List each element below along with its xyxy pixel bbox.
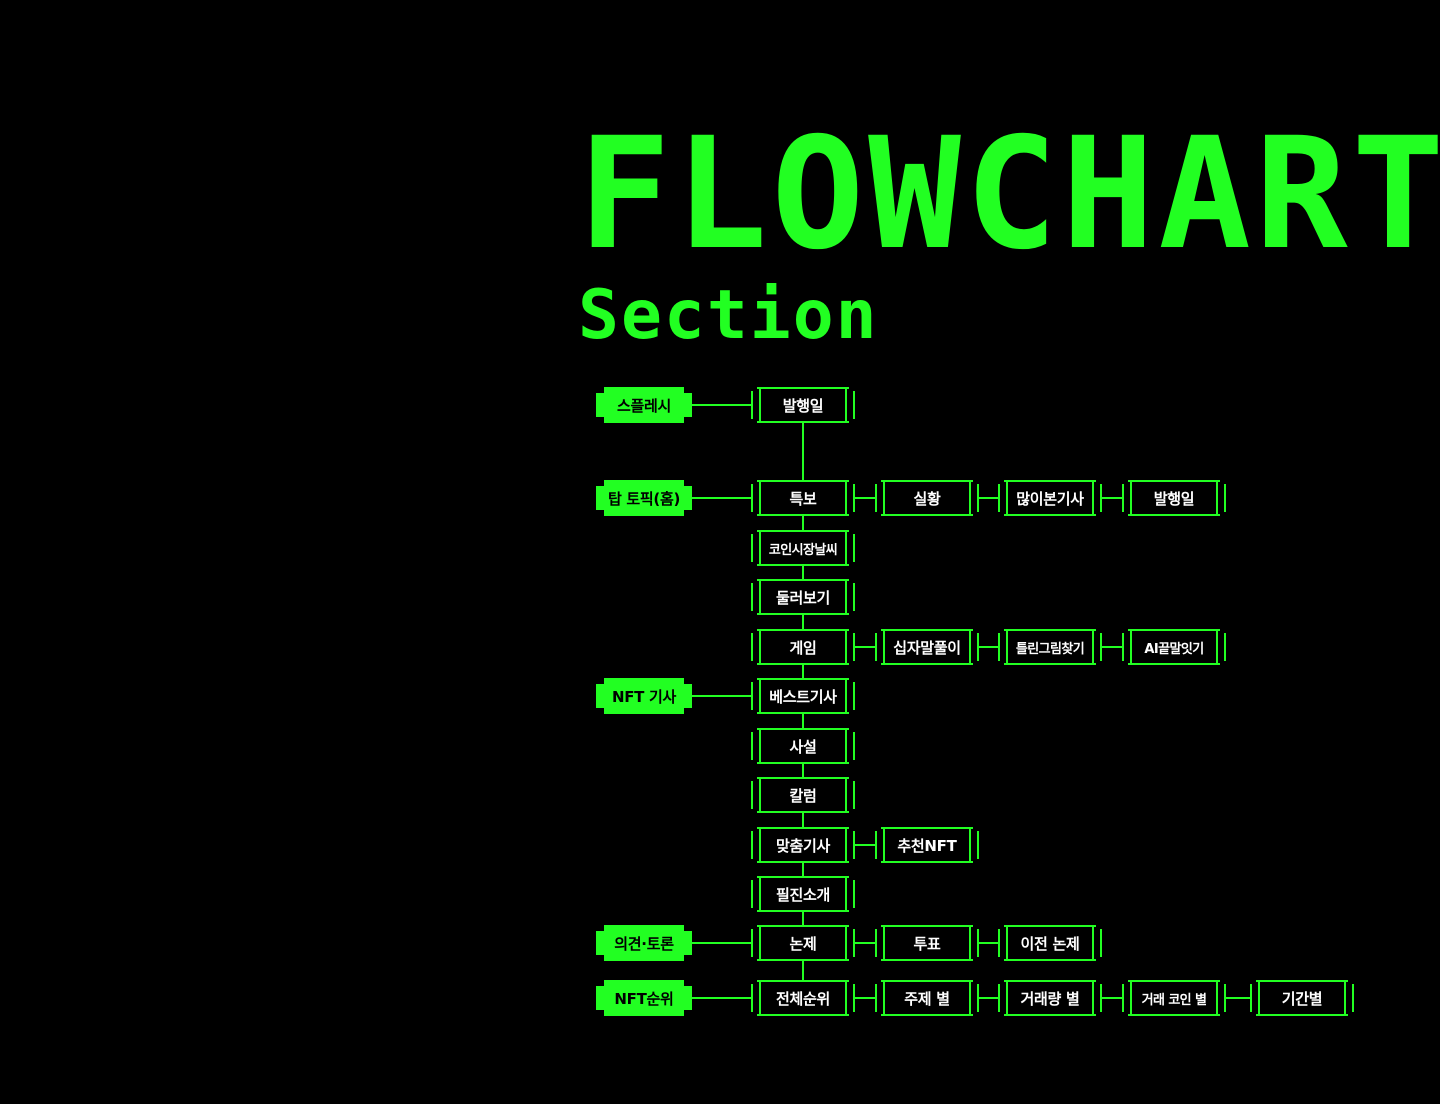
page-node-recommend-nft[interactable]: 추천NFT bbox=[875, 827, 979, 863]
page-node-crossword[interactable]: 십자말풀이 bbox=[875, 629, 979, 665]
page-node-date-splash[interactable]: 발행일 bbox=[751, 387, 855, 423]
category-node-nft-rank[interactable]: NFT순위 bbox=[596, 980, 692, 1016]
page-node-column[interactable]: 칼럼 bbox=[751, 777, 855, 813]
page-node-coin-weather[interactable]: 코인시장날씨 bbox=[751, 530, 855, 566]
page-node-breaking[interactable]: 특보 bbox=[751, 480, 855, 516]
page-node-by-topic[interactable]: 주제 별 bbox=[875, 980, 979, 1016]
page-node-custom-article[interactable]: 맞춤기사 bbox=[751, 827, 855, 863]
page-node-editorial[interactable]: 사설 bbox=[751, 728, 855, 764]
category-node-splash[interactable]: 스플레시 bbox=[596, 387, 692, 423]
category-node-nft-article[interactable]: NFT 기사 bbox=[596, 678, 692, 714]
page-node-live[interactable]: 실황 bbox=[875, 480, 979, 516]
category-node-top-topic[interactable]: 탑 토픽(홈) bbox=[596, 480, 692, 516]
page-node-by-coin[interactable]: 거래 코인 별 bbox=[1122, 980, 1226, 1016]
page-node-debate[interactable]: 논제 bbox=[751, 925, 855, 961]
page-node-date-top[interactable]: 발행일 bbox=[1122, 480, 1226, 516]
page-node-ai-word-chain[interactable]: AI끝말잇기 bbox=[1122, 629, 1226, 665]
page-node-spot-difference[interactable]: 틀린그림찾기 bbox=[998, 629, 1102, 665]
page-node-vote[interactable]: 투표 bbox=[875, 925, 979, 961]
page-subtitle: Section bbox=[578, 276, 879, 355]
category-node-opinion[interactable]: 의견·토론 bbox=[596, 925, 692, 961]
page-node-writers[interactable]: 필진소개 bbox=[751, 876, 855, 912]
page-node-by-period[interactable]: 기간별 bbox=[1250, 980, 1354, 1016]
page-node-game[interactable]: 게임 bbox=[751, 629, 855, 665]
page-node-overall-rank[interactable]: 전체순위 bbox=[751, 980, 855, 1016]
page-node-prev-debate[interactable]: 이전 논제 bbox=[998, 925, 1102, 961]
page-title: FLOWCHART bbox=[578, 105, 1440, 284]
page-node-by-volume[interactable]: 거래량 별 bbox=[998, 980, 1102, 1016]
page-node-browse[interactable]: 둘러보기 bbox=[751, 579, 855, 615]
page-node-most-viewed[interactable]: 많이본기사 bbox=[998, 480, 1102, 516]
page-node-best-article[interactable]: 베스트기사 bbox=[751, 678, 855, 714]
